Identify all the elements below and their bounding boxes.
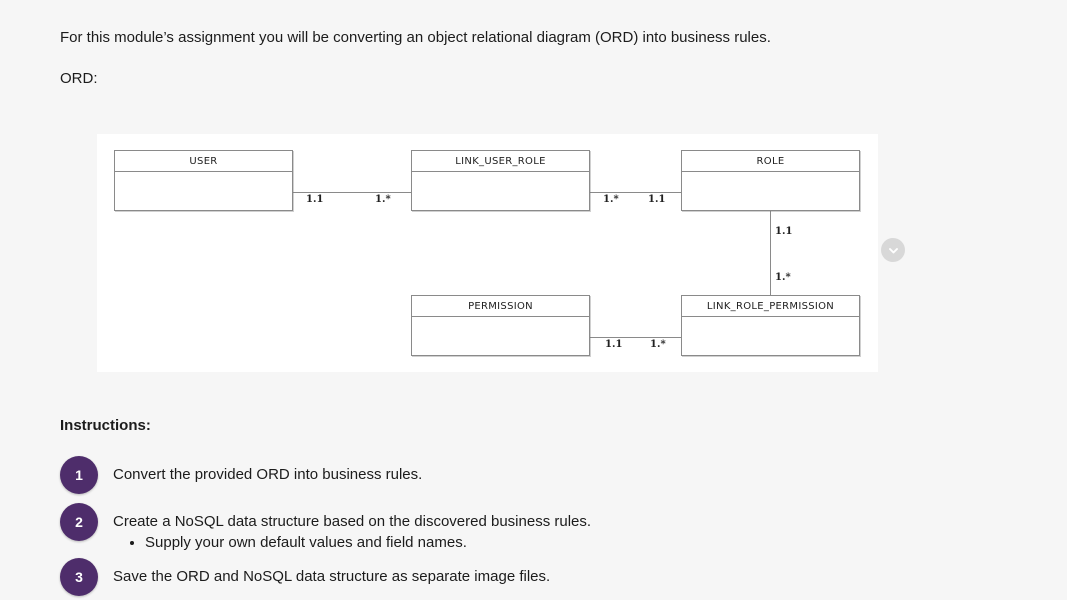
instruction-step-2: 2 Create a NoSQL data structure based on…: [60, 503, 960, 553]
entity-title-link-role-permission: LINK_ROLE_PERMISSION: [682, 296, 859, 317]
step-sublist-2: Supply your own default values and field…: [113, 532, 960, 553]
step-text-1: Convert the provided ORD into business r…: [113, 466, 423, 483]
relationship-line-linkuserrole-role: [590, 192, 681, 193]
entity-box-permission[interactable]: PERMISSION: [411, 295, 590, 356]
step-number-badge-3: 3: [60, 558, 98, 596]
entity-attributes-permission: [412, 317, 589, 355]
entity-box-link-user-role[interactable]: LINK_USER_ROLE: [411, 150, 590, 211]
step-number-badge-2: 2: [60, 503, 98, 541]
entity-title-user: USER: [115, 151, 292, 172]
cardinality-linkuserrole-left-side: 1.*: [375, 194, 391, 205]
cardinality-linkrolepermission-left-side: 1.*: [650, 339, 666, 350]
entity-title-link-user-role: LINK_USER_ROLE: [412, 151, 589, 172]
cardinality-role-bottom-side: 1.1: [775, 226, 793, 237]
relationship-line-user-linkuserrole: [293, 192, 411, 193]
entity-title-permission: PERMISSION: [412, 296, 589, 317]
cardinality-user-side: 1.1: [306, 194, 324, 205]
relationship-line-permission-linkrolepermission: [590, 337, 681, 338]
instructions-heading: Instructions:: [60, 417, 151, 434]
relationship-line-role-linkrolepermission: [770, 211, 771, 295]
step-text-3: Save the ORD and NoSQL data structure as…: [113, 568, 551, 585]
cardinality-linkuserrole-right-side: 1.*: [603, 194, 619, 205]
step-number-badge-1: 1: [60, 456, 98, 494]
intro-label-ord: ORD:: [60, 70, 98, 87]
entity-title-role: ROLE: [682, 151, 859, 172]
cardinality-permission-side: 1.1: [605, 339, 623, 350]
cardinality-linkrolepermission-top-side: 1.*: [775, 272, 791, 283]
entity-attributes-role: [682, 172, 859, 210]
chevron-down-icon: [887, 244, 900, 257]
step-text-2: Create a NoSQL data structure based on t…: [113, 513, 592, 530]
entity-box-user[interactable]: USER: [114, 150, 293, 211]
entity-attributes-link-role-permission: [682, 317, 859, 355]
instruction-step-3: 3 Save the ORD and NoSQL data structure …: [60, 558, 960, 600]
ord-canvas: USER LINK_USER_ROLE ROLE PERMISSION LINK…: [97, 134, 878, 372]
step-sublist-item: Supply your own default values and field…: [145, 532, 960, 553]
instruction-step-1: 1 Convert the provided ORD into business…: [60, 456, 960, 498]
expand-collapse-button[interactable]: [881, 238, 905, 262]
ord-diagram-panel: USER LINK_USER_ROLE ROLE PERMISSION LINK…: [97, 134, 878, 372]
entity-box-link-role-permission[interactable]: LINK_ROLE_PERMISSION: [681, 295, 860, 356]
entity-attributes-link-user-role: [412, 172, 589, 210]
entity-attributes-user: [115, 172, 292, 210]
cardinality-role-left-side: 1.1: [648, 194, 666, 205]
entity-box-role[interactable]: ROLE: [681, 150, 860, 211]
instructions-step-list: 1 Convert the provided ORD into business…: [60, 456, 960, 600]
intro-paragraph-assignment: For this module’s assignment you will be…: [60, 29, 771, 46]
